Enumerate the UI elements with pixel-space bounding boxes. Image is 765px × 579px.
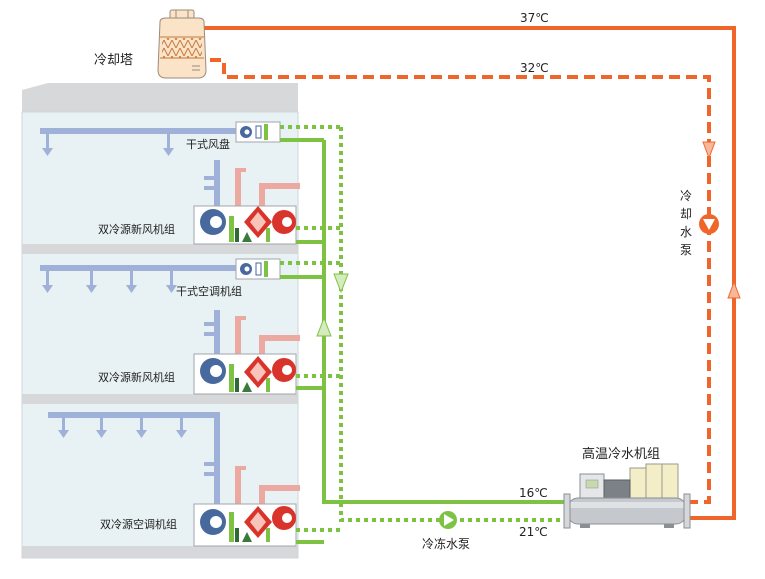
svg-text:泵: 泵 bbox=[680, 243, 692, 257]
label-temp-37: 37℃ bbox=[520, 11, 549, 25]
coil-icon bbox=[264, 261, 268, 277]
label-temp-16: 16℃ bbox=[519, 486, 548, 500]
flow-arrow-down bbox=[333, 273, 349, 294]
svg-text:水: 水 bbox=[680, 225, 692, 239]
chilled-water-pump-icon bbox=[439, 511, 457, 529]
cooling-tower-icon bbox=[157, 9, 207, 79]
chilled-return bbox=[280, 125, 564, 532]
svg-text:冷: 冷 bbox=[680, 189, 692, 203]
label-fresh-air-unit-2: 双冷源新风机组 bbox=[98, 370, 175, 384]
supply-duct-3 bbox=[48, 412, 220, 512]
fresh-air-unit-1 bbox=[193, 205, 297, 245]
cooling-water-pump-icon bbox=[699, 214, 719, 234]
coil-icon bbox=[229, 512, 234, 542]
floor-slab-1 bbox=[22, 244, 298, 254]
coil-icon bbox=[229, 364, 234, 392]
floor-slab-2 bbox=[22, 394, 298, 404]
svg-text:却: 却 bbox=[680, 207, 692, 221]
cooling-water-loop bbox=[200, 26, 741, 520]
floor-2: 干式空调机组 双冷源新风机组 bbox=[40, 258, 300, 395]
label-ahu: 双冷源空调机组 bbox=[100, 517, 177, 531]
dry-fan-coil-unit bbox=[235, 121, 281, 143]
chilled-water-loop bbox=[280, 125, 564, 544]
coil-icon bbox=[229, 216, 234, 242]
cooling-return bbox=[210, 58, 711, 504]
chiller-unit bbox=[563, 463, 691, 529]
label-dry-fcu: 干式风盘 bbox=[186, 137, 230, 151]
floor-1: 干式风盘 双冷源新风机组 bbox=[40, 121, 300, 245]
return-risers-3 bbox=[235, 466, 300, 508]
label-temp-32: 32℃ bbox=[520, 61, 549, 75]
fresh-air-risers-2 bbox=[204, 310, 300, 356]
flow-arrow-down bbox=[702, 141, 716, 160]
label-fresh-air-unit-1: 双冷源新风机组 bbox=[98, 222, 175, 236]
label-dry-ahu: 干式空调机组 bbox=[176, 284, 242, 298]
label-cooling-tower: 冷却塔 bbox=[94, 53, 133, 68]
dry-ahu-unit bbox=[235, 258, 281, 280]
label-cooling-pump: 冷 却 水 泵 bbox=[680, 189, 692, 257]
floor-slab-3 bbox=[22, 546, 298, 558]
chilled-supply bbox=[280, 138, 564, 544]
fresh-air-risers-1 bbox=[204, 160, 300, 208]
supply-duct-2 bbox=[40, 265, 236, 293]
building bbox=[21, 83, 299, 559]
label-chilled-pump: 冷冻水泵 bbox=[422, 536, 470, 551]
cooling-supply bbox=[200, 26, 736, 520]
floor-3: 双冷源空调机组 bbox=[48, 412, 300, 547]
supply-duct-1 bbox=[40, 128, 236, 156]
roof bbox=[22, 83, 298, 112]
fresh-air-unit-2 bbox=[193, 353, 297, 395]
flow-arrow-up bbox=[316, 316, 332, 337]
flow-arrow-up bbox=[727, 280, 741, 299]
air-handling-unit bbox=[193, 503, 297, 547]
coil-icon bbox=[264, 124, 268, 140]
label-chiller: 高温冷水机组 bbox=[582, 446, 660, 462]
label-temp-21: 21℃ bbox=[519, 525, 548, 539]
building-body bbox=[22, 112, 298, 558]
